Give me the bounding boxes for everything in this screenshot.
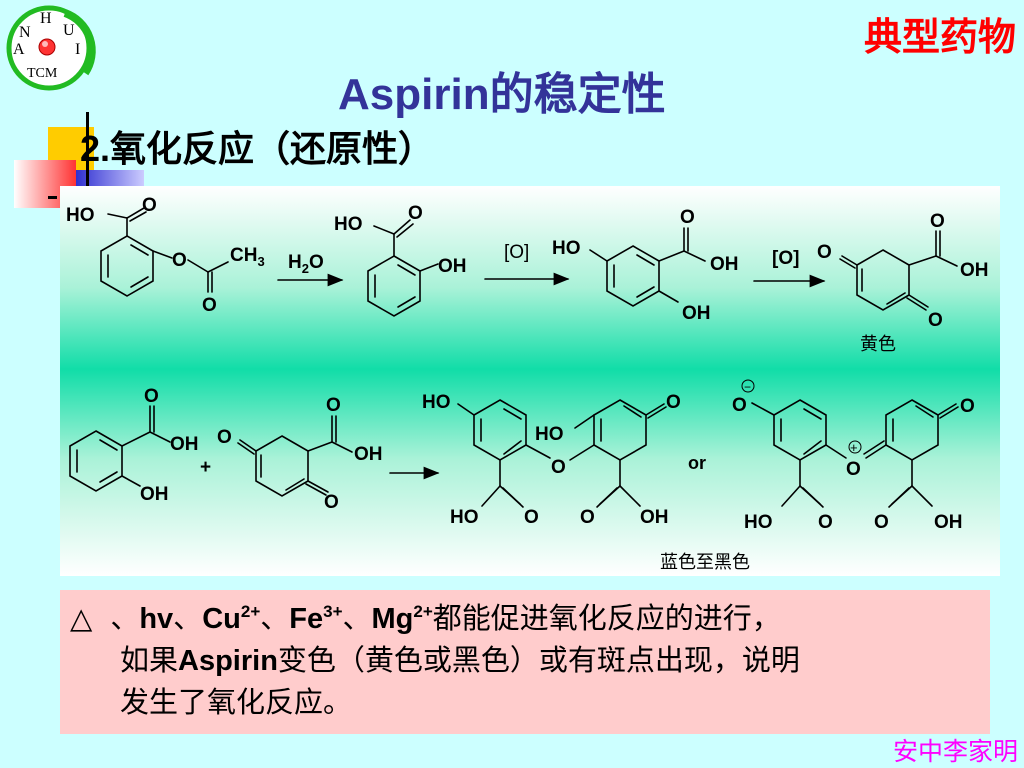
svg-text:OH: OH	[934, 512, 963, 533]
svg-text:O: O	[142, 195, 157, 216]
svg-text:OH: OH	[682, 303, 711, 324]
svg-text:O: O	[846, 459, 861, 480]
section-heading: 2.氧化反应（还原性）	[80, 128, 435, 170]
svg-text:N: N	[19, 24, 31, 41]
svg-text:OH: OH	[438, 256, 467, 277]
svg-text:O: O	[680, 207, 695, 228]
svg-text:H: H	[40, 10, 52, 27]
svg-text:O: O	[930, 211, 945, 232]
svg-text:HO: HO	[744, 512, 773, 533]
svg-text:O: O	[666, 392, 681, 413]
svg-text:HO: HO	[334, 214, 363, 235]
svg-text:O: O	[732, 395, 747, 416]
page-title: Aspirin的稳定性	[338, 69, 666, 120]
university-logo: N H U A I TCM	[6, 5, 96, 91]
decor-dash	[48, 196, 57, 199]
svg-text:O: O	[326, 395, 341, 416]
svg-text:OH: OH	[354, 444, 383, 465]
svg-text:O: O	[874, 512, 889, 533]
svg-text:O: O	[144, 386, 159, 407]
or-text: or	[688, 453, 706, 473]
svg-text:OH: OH	[170, 434, 199, 455]
plus-charge: +	[850, 440, 858, 455]
svg-text:O: O	[324, 492, 339, 513]
minus-charge: −	[744, 380, 751, 394]
svg-text:U: U	[63, 22, 75, 39]
reagent-water: H2O	[288, 252, 324, 276]
svg-text:O: O	[524, 507, 539, 528]
svg-text:HO: HO	[422, 392, 451, 413]
reaction-scheme: HO O O CH3 O H2O HO O OH [O] HO O OH OH …	[60, 186, 1000, 576]
decor-vertical-line	[86, 112, 89, 192]
svg-text:A: A	[13, 41, 25, 58]
svg-text:O: O	[818, 512, 833, 533]
reagent-oxidant-1: [O]	[504, 242, 529, 263]
note-line-1: △、hv、Cu2+、Fe3+、Mg2+都能促进氧化反应的进行，	[70, 601, 781, 635]
svg-text:HO: HO	[552, 238, 581, 259]
svg-text:I: I	[75, 41, 80, 58]
blue-black-caption: 蓝色至黑色	[660, 552, 750, 573]
svg-text:O: O	[408, 203, 423, 224]
note-box: △、hv、Cu2+、Fe3+、Mg2+都能促进氧化反应的进行， 如果Aspiri…	[60, 590, 990, 734]
yellow-caption: 黄色	[860, 334, 896, 355]
label-HO: HO	[66, 205, 95, 226]
svg-text:O: O	[960, 396, 975, 417]
svg-text:CH3: CH3	[230, 245, 265, 269]
svg-text:OH: OH	[960, 260, 989, 281]
author-name: 安中李家明	[892, 737, 1018, 766]
svg-text:O: O	[217, 427, 232, 448]
note-line-3: 发生了氧化反应。	[120, 685, 353, 719]
svg-text:O: O	[202, 295, 217, 316]
svg-text:O: O	[817, 242, 832, 263]
svg-text:OH: OH	[140, 484, 169, 505]
svg-text:O: O	[580, 507, 595, 528]
svg-text:O: O	[551, 457, 566, 478]
svg-text:HO: HO	[450, 507, 479, 528]
svg-text:O: O	[172, 250, 187, 271]
svg-text:O: O	[928, 310, 943, 331]
plus-sign: +	[200, 457, 211, 478]
svg-text:HO: HO	[535, 424, 564, 445]
corner-title: 典型药物	[863, 15, 1016, 59]
svg-text:OH: OH	[710, 254, 739, 275]
reagent-oxidant-2: [O]	[772, 248, 799, 269]
svg-text:TCM: TCM	[27, 66, 58, 81]
note-line-2: 如果Aspirin变色（黄色或黑色）或有斑点出现，说明	[120, 643, 800, 677]
svg-text:OH: OH	[640, 507, 669, 528]
